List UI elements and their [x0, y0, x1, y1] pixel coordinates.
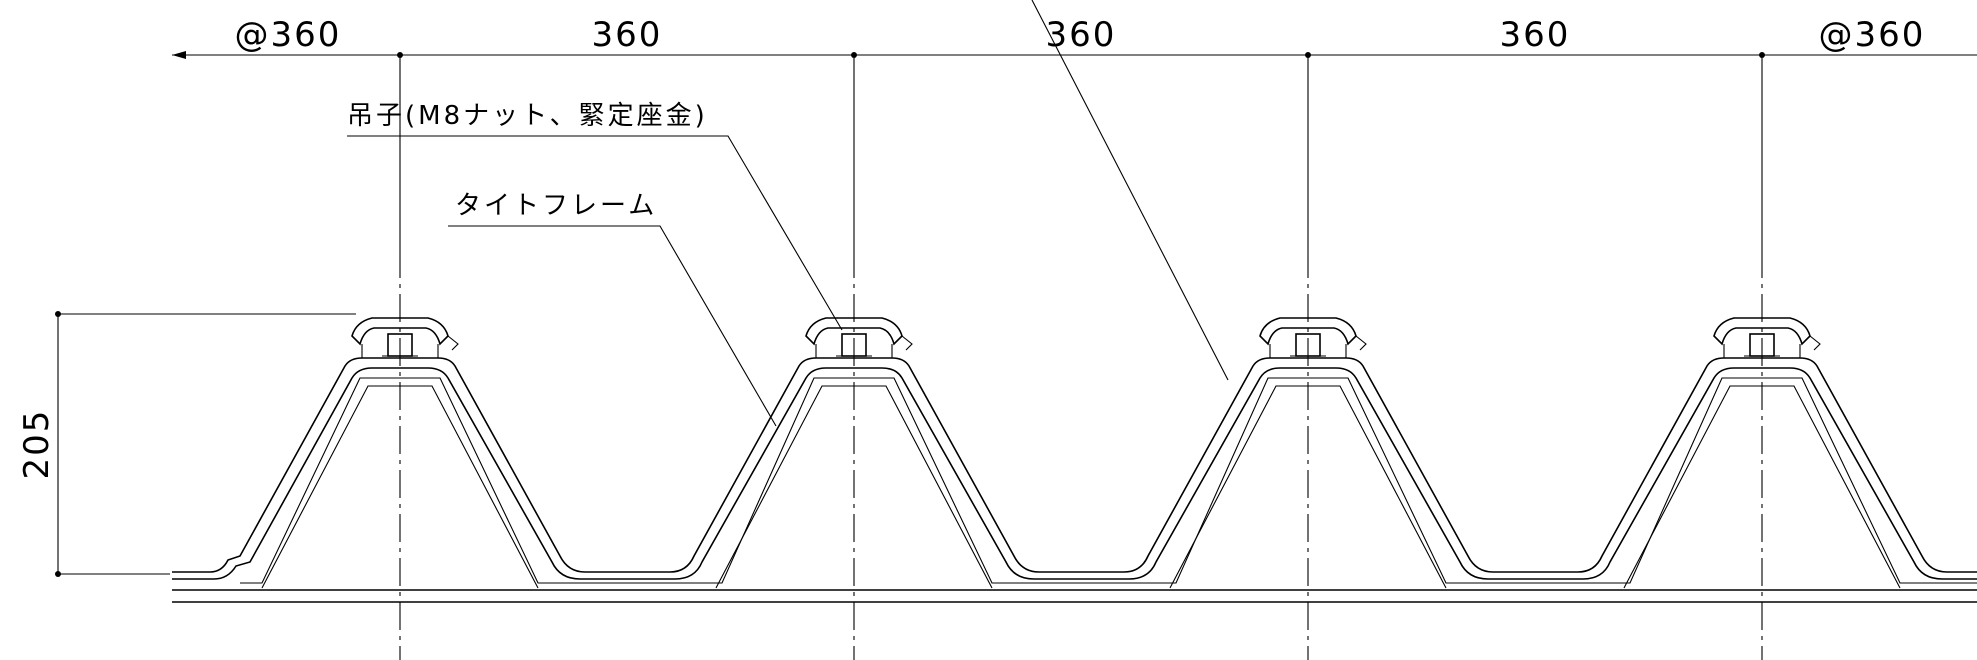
height-dimension: 205 [17, 311, 356, 577]
height-label: 205 [17, 409, 57, 480]
deck-profile [172, 357, 1977, 603]
dimension-tick [55, 311, 61, 317]
rib-center-lines [399, 55, 1763, 660]
tight-frame-callout: タイトフレーム [455, 191, 657, 221]
hanger-assembly [1259, 317, 1367, 358]
hanger-assembly [805, 317, 913, 358]
tight-frame-inner [261, 385, 1901, 589]
pitch-dimension: @360 360 360 360 @360 [172, 15, 1977, 59]
tight-frame-profile [240, 377, 1977, 584]
deck-outer-profile [172, 357, 1977, 573]
deck-inner-profile [172, 367, 1977, 580]
tight-frame-leader [448, 225, 777, 427]
pitch-label: @360 [235, 15, 342, 55]
hanger-assemblies [351, 317, 1821, 358]
hanger-assembly [351, 317, 459, 358]
pitch-label: 360 [1046, 15, 1117, 55]
hanger-assembly [1713, 317, 1821, 358]
dimension-arrow-left [172, 51, 186, 59]
dimension-tick [55, 571, 61, 577]
pitch-label: @360 [1819, 15, 1926, 55]
pitch-label: 360 [1500, 15, 1571, 55]
leader-lines [347, 0, 1229, 427]
hanger-callout: 吊子(M8ナット、緊定座金) [347, 101, 708, 131]
top-leader [1031, 0, 1229, 381]
hanger-leader [347, 135, 843, 331]
pitch-label: 360 [592, 15, 663, 55]
